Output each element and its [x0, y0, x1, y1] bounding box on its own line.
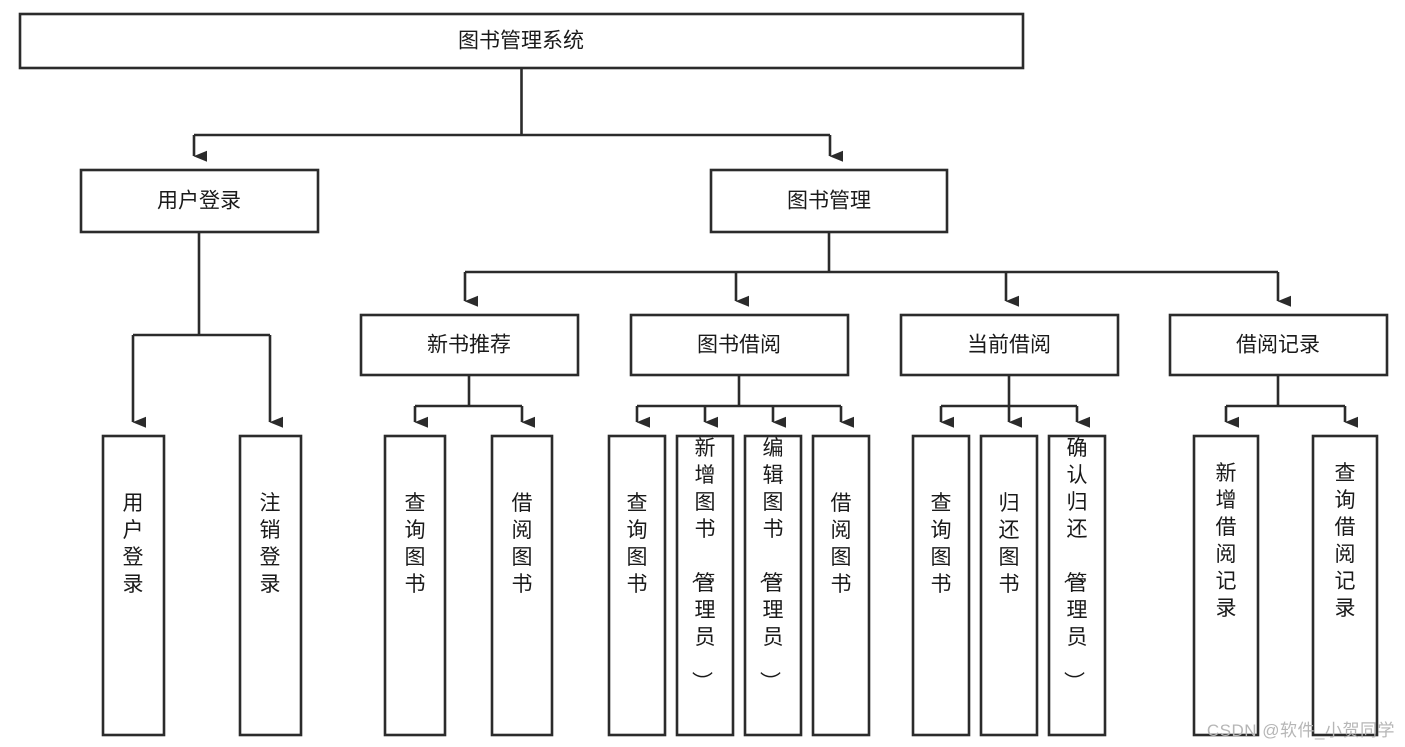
connector-layer — [131, 68, 1358, 428]
node-current-borrow-box — [899, 313, 1120, 377]
leaf-new-book-1-box — [383, 434, 447, 737]
leaf-borrow-record-1-label: 新增借阅记录 — [1216, 462, 1237, 620]
leaf-book-borrow-4-box — [811, 434, 871, 737]
leaf-book-borrow-3[interactable]: 编辑图书（管理员） — [743, 434, 803, 737]
leaf-user-login-2[interactable]: 注销登录 — [238, 434, 303, 737]
leaf-book-borrow-4-label: 借阅图书 — [831, 492, 852, 596]
node-borrow-record[interactable]: 借阅记录 — [1168, 313, 1389, 377]
leaf-user-login-1-box — [101, 434, 166, 737]
node-current-borrow-label: 当前借阅 — [967, 334, 1051, 357]
leaf-book-borrow-3-box — [743, 434, 803, 737]
leaf-current-borrow-3-label: 确认归还（管理员） — [1062, 437, 1088, 692]
leaf-current-borrow-2[interactable]: 归还图书 — [979, 434, 1039, 737]
node-book-borrow[interactable]: 图书借阅 — [629, 313, 850, 377]
leaf-borrow-record-1-box — [1192, 434, 1260, 737]
leaf-new-book-1[interactable]: 查询图书 — [383, 434, 447, 737]
node-user-login[interactable]: 用户登录 — [79, 168, 320, 234]
node-borrow-record-box — [1168, 313, 1389, 377]
node-book-borrow-label: 图书借阅 — [697, 334, 781, 357]
leaf-borrow-record-2-box — [1311, 434, 1379, 737]
leaf-current-borrow-1[interactable]: 查询图书 — [911, 434, 971, 737]
leaf-book-borrow-1-label: 查询图书 — [627, 492, 648, 596]
leaf-book-borrow-3-label: 编辑图书（管理员） — [758, 437, 784, 692]
node-root-label: 图书管理系统 — [458, 30, 584, 53]
node-book-management[interactable]: 图书管理 — [709, 168, 949, 234]
node-root[interactable]: 图书管理系统 — [18, 12, 1025, 70]
leaf-current-borrow-1-box — [911, 434, 971, 737]
leaf-new-book-1-label: 查询图书 — [405, 492, 426, 596]
leaf-borrow-record-1[interactable]: 新增借阅记录 — [1192, 434, 1260, 737]
leaf-current-borrow-3[interactable]: 确认归还（管理员） — [1047, 434, 1107, 737]
leaf-borrow-record-2[interactable]: 查询借阅记录 — [1311, 434, 1379, 737]
node-user-login-label: 用户登录 — [157, 190, 241, 213]
node-user-login-box — [79, 168, 320, 234]
leaf-borrow-record-2-label: 查询借阅记录 — [1335, 462, 1356, 620]
leaf-current-borrow-2-box — [979, 434, 1039, 737]
leaf-user-login-2-box — [238, 434, 303, 737]
node-new-book-recommend[interactable]: 新书推荐 — [359, 313, 580, 377]
leaf-user-login-1[interactable]: 用户登录 — [101, 434, 166, 737]
leaf-book-borrow-4[interactable]: 借阅图书 — [811, 434, 871, 737]
leaf-book-borrow-2[interactable]: 新增图书（管理员） — [675, 434, 735, 737]
leaf-book-borrow-2-box — [675, 434, 735, 737]
leaf-current-borrow-2-label: 归还图书 — [999, 492, 1020, 596]
leaf-book-borrow-2-label: 新增图书（管理员） — [690, 437, 716, 692]
node-root-box — [18, 12, 1025, 70]
node-new-book-recommend-box — [359, 313, 580, 377]
leaf-new-book-2[interactable]: 借阅图书 — [490, 434, 554, 737]
leaf-user-login-1-label: 用户登录 — [123, 492, 144, 596]
leaf-book-borrow-1[interactable]: 查询图书 — [607, 434, 667, 737]
leaf-current-borrow-1-label: 查询图书 — [931, 492, 952, 596]
leaf-new-book-2-label: 借阅图书 — [512, 492, 533, 596]
leaf-current-borrow-3-box — [1047, 434, 1107, 737]
node-book-borrow-box — [629, 313, 850, 377]
node-book-management-box — [709, 168, 949, 234]
leaf-new-book-2-box — [490, 434, 554, 737]
node-current-borrow[interactable]: 当前借阅 — [899, 313, 1120, 377]
node-new-book-recommend-label: 新书推荐 — [427, 334, 511, 357]
node-book-management-label: 图书管理 — [787, 190, 871, 213]
leaf-book-borrow-1-box — [607, 434, 667, 737]
node-borrow-record-label: 借阅记录 — [1236, 334, 1320, 357]
leaf-user-login-2-label: 注销登录 — [260, 492, 281, 596]
